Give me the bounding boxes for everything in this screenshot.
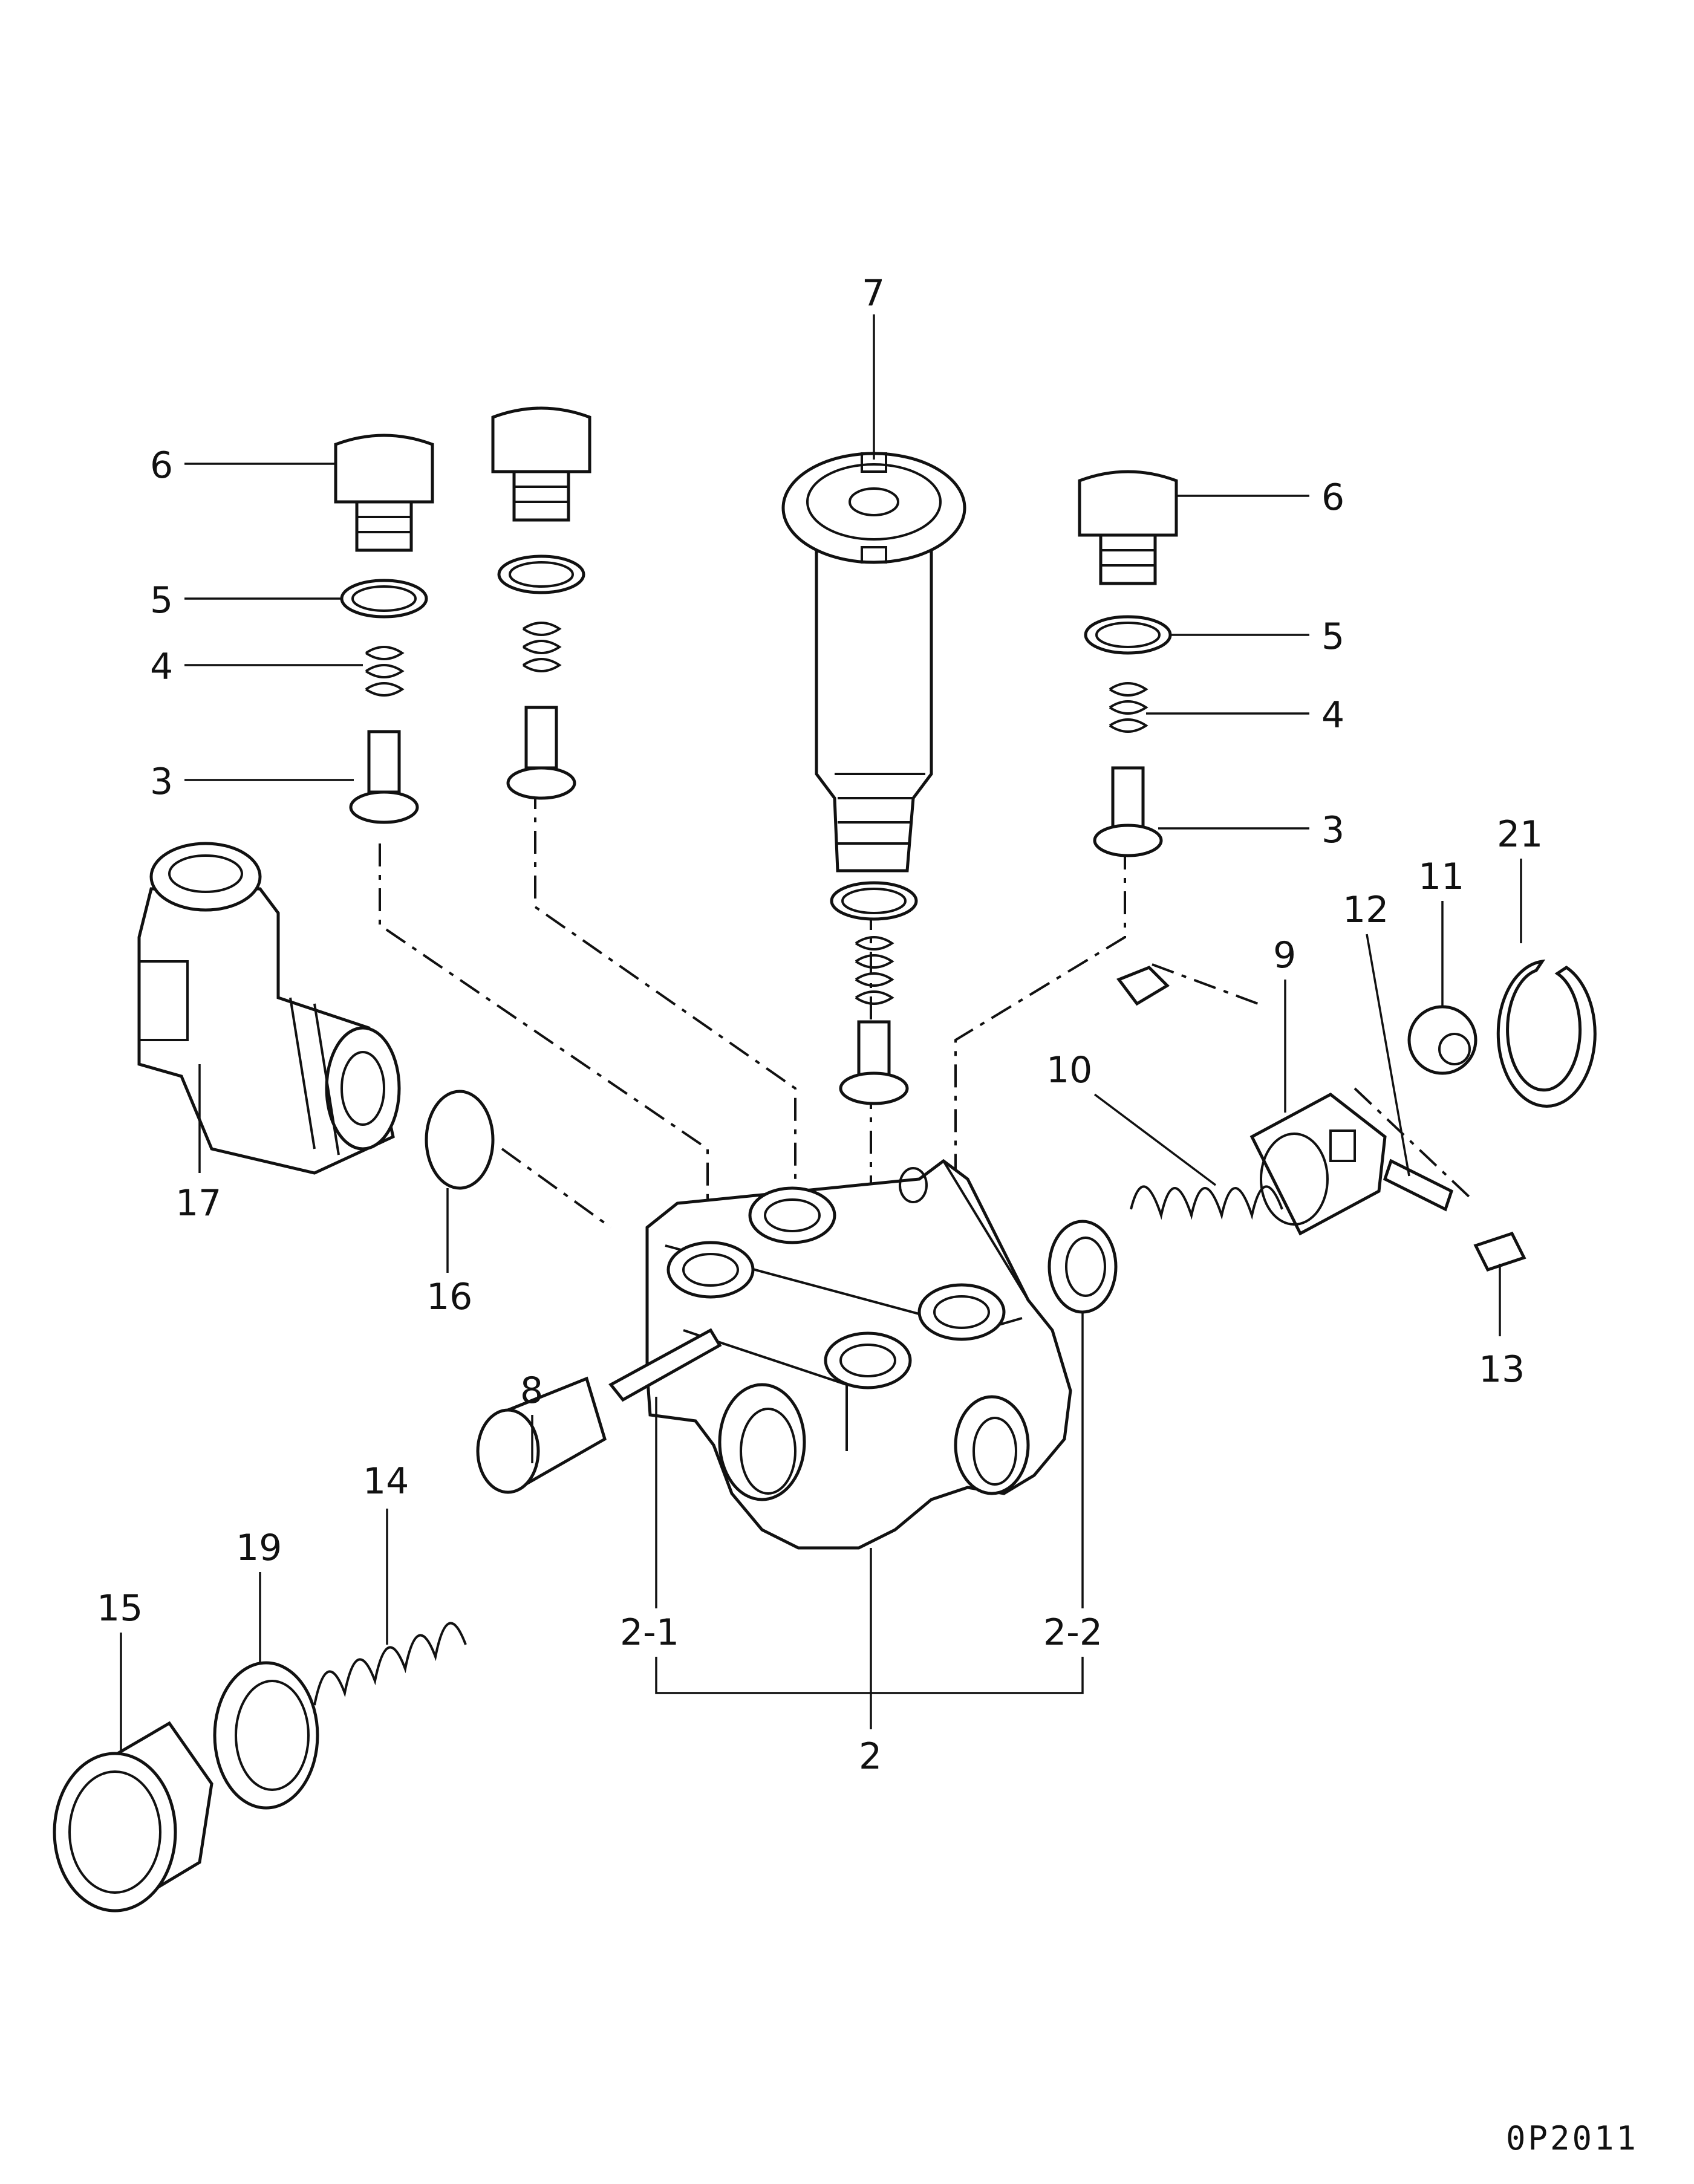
ring-part-19 [213,1661,319,1810]
leader-lines [120,314,1522,1753]
plug-part-6-second [491,406,591,800]
snap-ring-part-21 [1496,959,1597,1108]
callout-21: 21 [1497,813,1543,856]
callout-2-2: 2-2 [1043,1611,1103,1654]
pin-part-2-1 [608,1328,722,1402]
callout-13: 13 [1479,1348,1525,1391]
callout-12: 12 [1343,889,1389,931]
spring-part-14 [313,1622,467,1706]
callout-8: 8 [520,1370,543,1412]
drawing-code: 0P2011 [1506,2119,1638,2157]
seal-part-2-2 [1047,1220,1118,1314]
callout-4-right: 4 [1321,694,1344,736]
callout-11: 11 [1418,856,1464,898]
callout-19: 19 [236,1527,282,1569]
plug-part-13 [1473,1231,1526,1272]
spring-part-10 [1130,1185,1283,1220]
pin-part-12 [1383,1159,1454,1212]
callout-2-1: 2-1 [620,1611,679,1654]
callout-9: 9 [1273,934,1296,977]
o-ring-part-16 [425,1090,495,1190]
plug-part-6-left [334,434,434,824]
callout-2: 2 [859,1735,882,1778]
callout-7: 7 [862,272,885,314]
callout-3-right: 3 [1321,809,1344,851]
elbow-fitting-part-17 [137,842,401,1175]
callout-10: 10 [1046,1049,1092,1091]
callout-6-left: 6 [150,444,173,487]
callout-15: 15 [97,1587,143,1630]
priming-pump-part-7 [781,452,966,1105]
callout-3-left: 3 [150,761,173,803]
sleeve-part-8 [476,1376,607,1494]
callout-5-right: 5 [1321,616,1344,658]
callout-16: 16 [426,1276,472,1318]
callout-labels: 6 5 4 3 7 6 5 4 3 21 11 12 9 10 13 17 16… [97,272,1543,1778]
valve-body-part-2 [645,1159,1072,1550]
housing-part-9 [1249,1093,1387,1236]
cap-part-15 [53,1721,213,1913]
callout-6-right: 6 [1321,476,1344,519]
callout-4-left: 4 [150,646,173,688]
callout-14: 14 [363,1460,409,1503]
small-plug-part-9-top [1116,966,1170,1006]
callout-5-left: 5 [150,579,173,622]
cap-part-11 [1407,1005,1477,1075]
callout-17: 17 [175,1182,221,1224]
plug-part-6-right [1078,470,1178,857]
